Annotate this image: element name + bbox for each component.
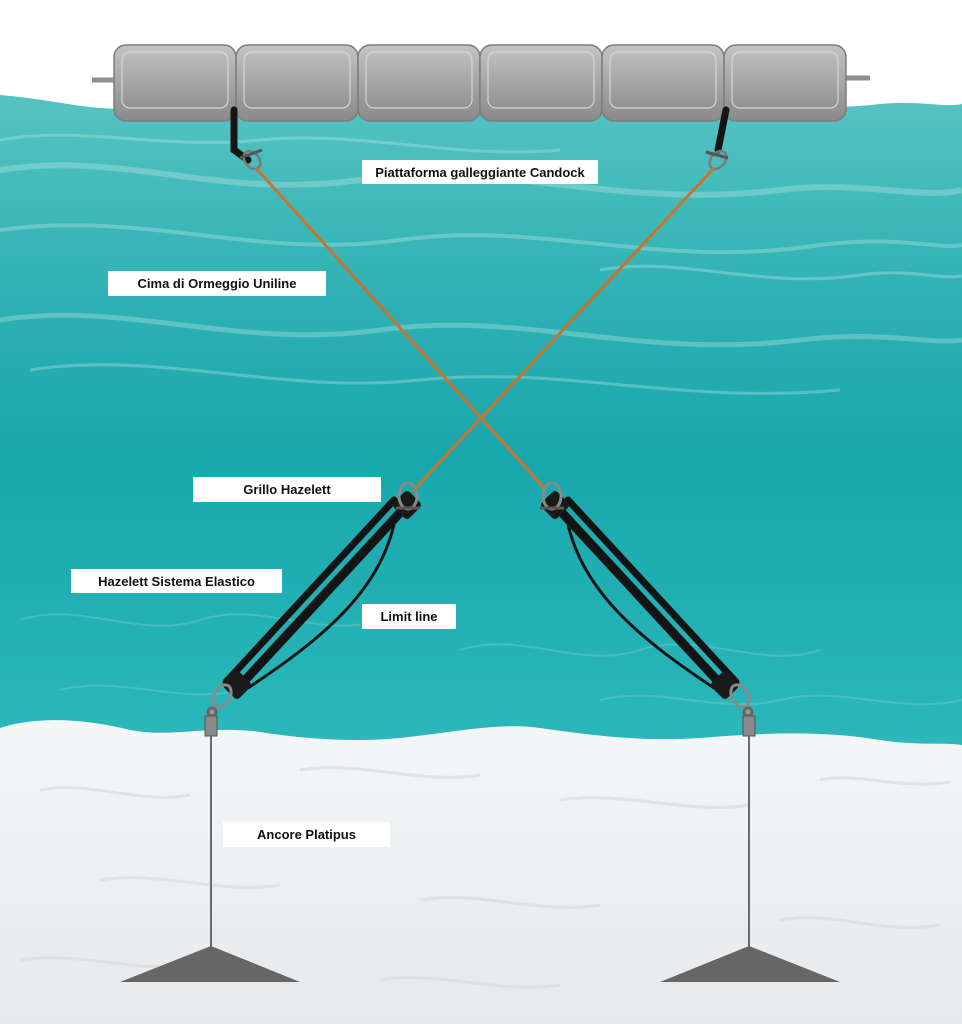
float-module [235, 44, 359, 122]
float-module [723, 44, 847, 122]
elastic-system-right [541, 491, 740, 699]
anchor-connector-left [204, 715, 218, 737]
label-platform: Piattaforma galleggiante Candock [362, 160, 598, 184]
limit-line-left [247, 513, 398, 690]
float-module [113, 44, 237, 122]
label-anchors: Ancore Platipus [223, 822, 390, 847]
platipus-anchor-left-icon [120, 946, 300, 982]
seabed-sand [0, 720, 962, 1024]
anchor-connector-right [742, 715, 756, 737]
limit-line-right [564, 513, 715, 690]
platform-bracket-right [714, 106, 730, 154]
mooring-line-left-to-right [254, 166, 547, 491]
label-mooring-line: Cima di Ormeggio Uniline [108, 271, 326, 296]
float-module [601, 44, 725, 122]
float-module [479, 44, 603, 122]
sand-texture [19, 766, 951, 989]
float-module [357, 44, 481, 122]
shackle-top-left-icon [239, 148, 263, 171]
platipus-anchor-right-icon [660, 946, 840, 982]
water [0, 95, 962, 760]
shackle-top-right-icon [705, 149, 729, 171]
water-caustics [19, 613, 962, 706]
mooring-line-right-to-left [410, 166, 716, 494]
label-limit-line: Limit line [362, 604, 456, 629]
shackle-mid-right-icon [540, 481, 564, 511]
shackle-low-left-icon [206, 683, 233, 718]
label-shackle: Grillo Hazelett [193, 477, 381, 502]
floating-platform [92, 44, 870, 122]
label-elastic-system: Hazelett Sistema Elastico [71, 569, 282, 593]
shackle-mid-left-icon [396, 481, 420, 511]
